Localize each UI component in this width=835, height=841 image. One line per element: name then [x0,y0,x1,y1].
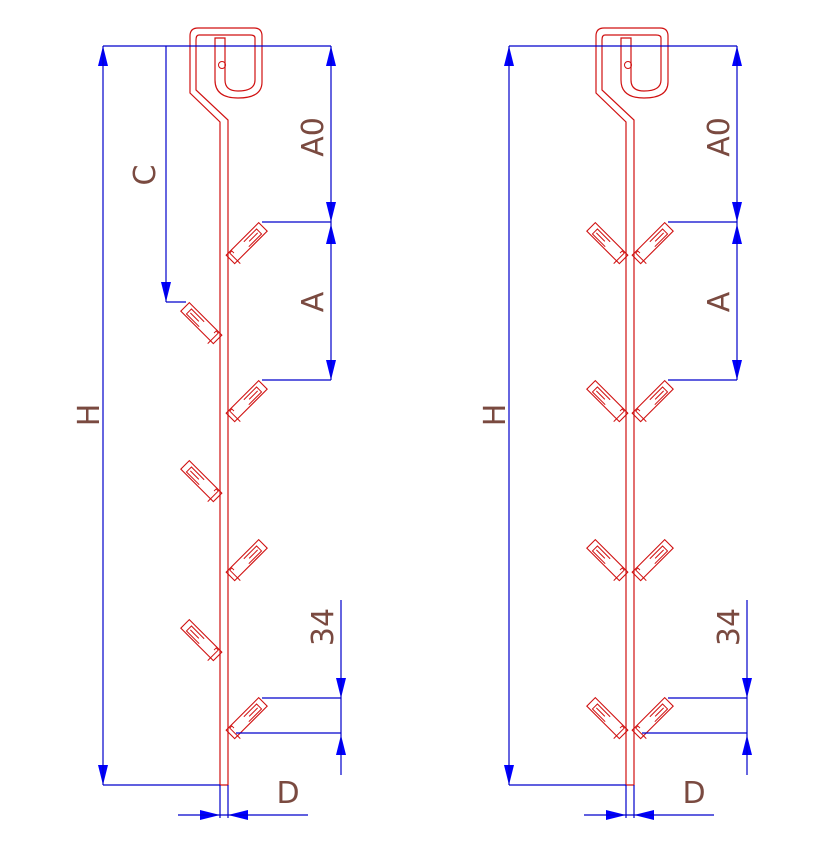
hook-body [225,538,268,582]
hook-slot [649,703,669,723]
label-height: H [478,404,513,427]
hook-tip-detail [613,408,625,423]
hook-right [225,379,268,423]
hook-tip-detail [613,725,625,740]
hook-tip-detail [207,330,219,345]
rod-with-loop [595,27,669,786]
hook-right [225,696,268,740]
hook-body [586,221,629,265]
label-hook-height: 34 [306,608,341,646]
hook-slot [243,545,263,565]
label-spacing: A [296,291,331,312]
label-first-spacing: A0 [296,117,331,157]
label-diameter: D [682,776,705,811]
hook-tip-detail [613,250,625,265]
hook-tip-detail [229,725,241,740]
hook-body [586,538,629,582]
hook-left [180,618,223,662]
hook-tip-detail [635,408,647,423]
hook-body [631,696,674,740]
hook-slot [591,386,611,406]
hook-tip-detail [635,250,647,265]
hook-left [586,379,629,423]
hook-right [225,538,268,582]
hook-right [631,379,674,423]
hook-tip-detail [229,250,241,265]
hook-body [586,379,629,423]
hook-slot [185,308,205,328]
rod-with-loop [189,27,263,786]
hook-slot [243,228,263,248]
hook-right [631,538,674,582]
hook-right [631,221,674,265]
hook-slot [591,703,611,723]
label-offset: C [128,165,163,186]
hook-body [225,221,268,265]
hook-tip-detail [613,567,625,582]
hook-body [180,618,223,662]
hook-body [631,538,674,582]
hook-left [180,301,223,345]
hook-slot [243,386,263,406]
hook-right [225,221,268,265]
hook-body [631,221,674,265]
hook-tip-detail [229,408,241,423]
label-hook-height: 34 [712,608,747,646]
hook-body [180,459,223,503]
hook-slot [591,545,611,565]
hook-tip-detail [207,488,219,503]
hook-body [180,301,223,345]
hook-left [586,221,629,265]
hook-tip-detail [229,567,241,582]
hook-tip-detail [635,725,647,740]
hook-body [631,379,674,423]
hook-left [586,538,629,582]
hook-slot [591,228,611,248]
hook-right [631,696,674,740]
hook-slot [185,466,205,486]
hook-body [586,696,629,740]
label-spacing: A [702,291,737,312]
hook-slot [649,386,669,406]
hook-slot [185,625,205,645]
hook-slot [649,545,669,565]
hook-left [180,459,223,503]
label-height: H [72,404,107,427]
hook-slot [649,228,669,248]
hook-left [586,696,629,740]
label-diameter: D [276,776,299,811]
hook-tip-detail [635,567,647,582]
drawing-paired-hooks: H A0 A 34 D [478,27,752,820]
label-first-spacing: A0 [702,117,737,157]
hook-slot [243,703,263,723]
hook-body [225,379,268,423]
hook-body [225,696,268,740]
hook-tip-detail [207,647,219,662]
drawing-alternating-hooks: H C A0 A 34 D [72,27,346,820]
